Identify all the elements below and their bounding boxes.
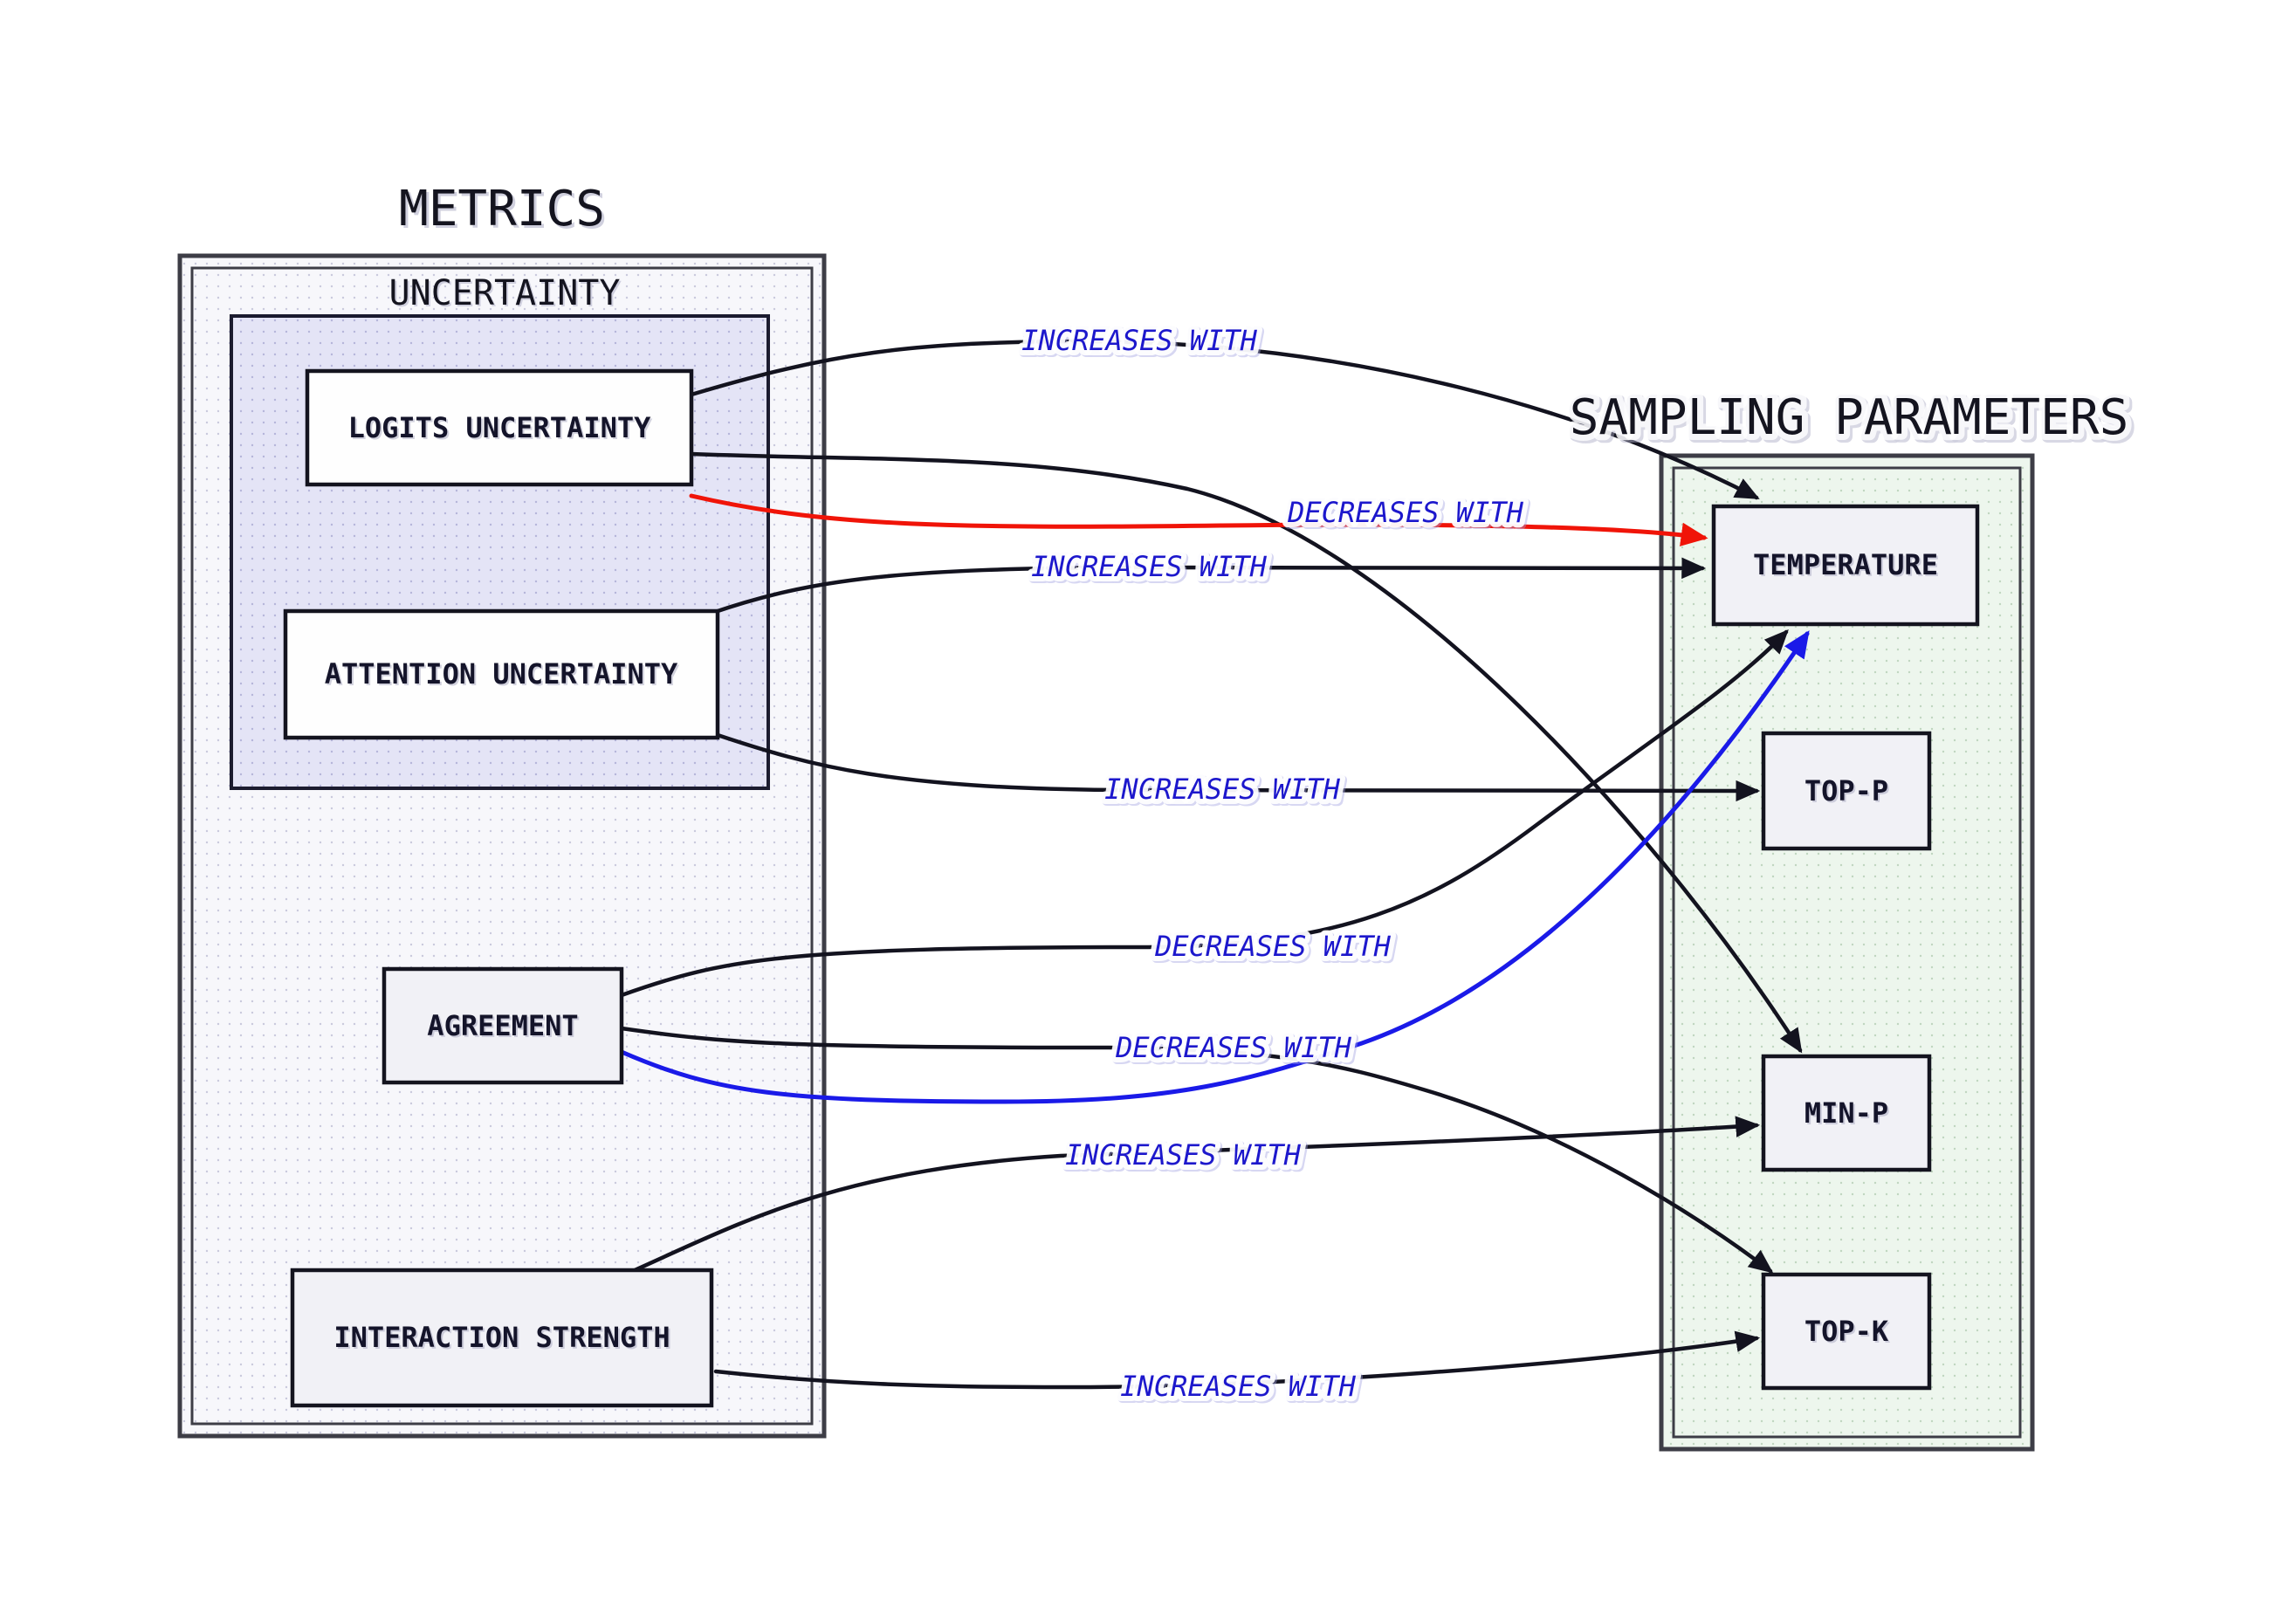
edge-label-agreement-topk: DECREASES WITH	[1115, 1031, 1351, 1064]
edge-label-agreement-temperature: DECREASES WITH	[1154, 930, 1391, 963]
min-p-box	[1761, 1054, 1932, 1172]
interaction-strength-box	[290, 1268, 714, 1408]
logits-uncertainty-label: LOGITS UNCERTAINTY	[348, 411, 652, 444]
node-top-p: TOP-P	[1761, 731, 1932, 851]
uncertainty-group-title: UNCERTAINTY	[389, 273, 621, 313]
edge-logits-temperature-decreases	[689, 493, 1708, 546]
edge-agreement-temperature-decreases	[619, 629, 1789, 998]
agreement-box	[382, 966, 624, 1085]
edge-interaction-topk-increases	[713, 1330, 1761, 1390]
node-temperature: TEMPERATURE	[1711, 504, 1980, 627]
agreement-label: AGREEMENT	[427, 1009, 578, 1042]
edge-label-logits-temperature-red: DECREASES WITH	[1287, 496, 1523, 529]
node-interaction-strength: INTERACTION STRENGTH	[290, 1268, 714, 1408]
edge-agreement-topk-decreases	[619, 1026, 1774, 1274]
edge-attention-topp-increases	[715, 732, 1761, 802]
top-k-label: TOP-K	[1804, 1315, 1889, 1348]
edge-logits-minp	[689, 451, 1803, 1054]
edge-label-attention-topp: INCREASES WITH	[1104, 773, 1340, 806]
sampling-inner-border	[1672, 466, 2022, 1439]
temperature-box	[1711, 504, 1980, 627]
metrics-section-title: METRICS	[399, 181, 605, 237]
edge-logits-temperature-increases	[689, 339, 1760, 500]
top-p-box	[1761, 731, 1932, 851]
top-p-label: TOP-P	[1804, 774, 1888, 807]
node-logits-uncertainty: LOGITS UNCERTAINTY	[305, 368, 694, 487]
attention-uncertainty-box	[283, 608, 720, 740]
interaction-strength-label: INTERACTION STRENGTH	[333, 1321, 670, 1354]
edge-label-attention-temperature: INCREASES WITH	[1031, 550, 1267, 583]
node-top-k: TOP-K	[1761, 1272, 1932, 1391]
min-p-label: MIN-P	[1804, 1096, 1888, 1130]
edge-attention-temperature-increases	[710, 557, 1707, 615]
node-min-p: MIN-P	[1761, 1054, 1932, 1172]
node-agreement: AGREEMENT	[382, 966, 624, 1085]
top-k-box	[1761, 1272, 1932, 1391]
edge-interaction-minp-increases	[632, 1116, 1761, 1273]
edge-agreement-temperature-blue	[619, 630, 1810, 1104]
attention-uncertainty-label: ATTENTION UNCERTAINTY	[325, 657, 678, 691]
sampling-section-title: SAMPLING PARAMETERS	[1570, 389, 2129, 446]
temperature-label: TEMPERATURE	[1753, 548, 1938, 581]
edge-label-interaction-minp: INCREASES WITH	[1065, 1138, 1301, 1172]
metrics-inner-border	[190, 266, 814, 1426]
edge-label-logits-temperature: INCREASES WITH	[1021, 324, 1257, 357]
logits-uncertainty-box	[305, 368, 694, 487]
edge-label-interaction-topk: INCREASES WITH	[1120, 1370, 1356, 1403]
node-attention-uncertainty: ATTENTION UNCERTAINTY	[283, 608, 720, 740]
